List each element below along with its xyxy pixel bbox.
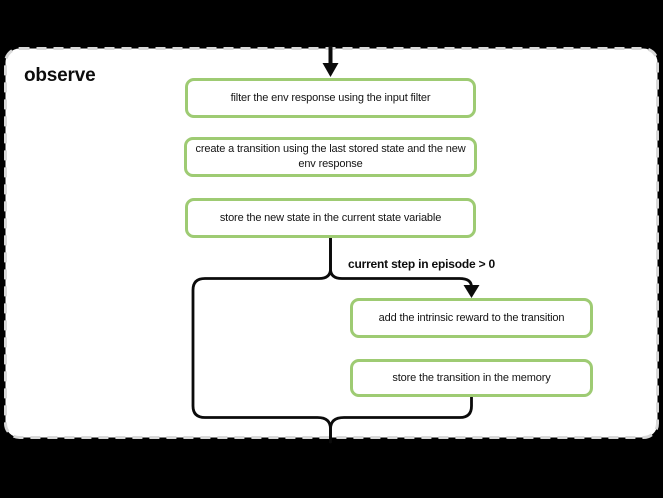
node-store-transition[interactable]: store the transition in the memory	[350, 359, 593, 397]
node-create-transition[interactable]: create a transition using the last store…	[184, 137, 477, 177]
merge-right-path	[329, 395, 473, 444]
condition-label: current step in episode > 0	[348, 257, 495, 271]
node-store-new-state[interactable]: store the new state in the current state…	[185, 198, 476, 238]
branch-left-path	[191, 236, 332, 444]
branch-right-path	[329, 236, 473, 289]
node-filter-env-response[interactable]: filter the env response using the input …	[185, 78, 476, 118]
entry-arrowhead-icon	[322, 63, 339, 77]
group-title: observe	[24, 65, 96, 86]
node-add-intrinsic-reward[interactable]: add the intrinsic reward to the transiti…	[350, 298, 593, 338]
branch-arrowhead-icon	[463, 285, 480, 298]
